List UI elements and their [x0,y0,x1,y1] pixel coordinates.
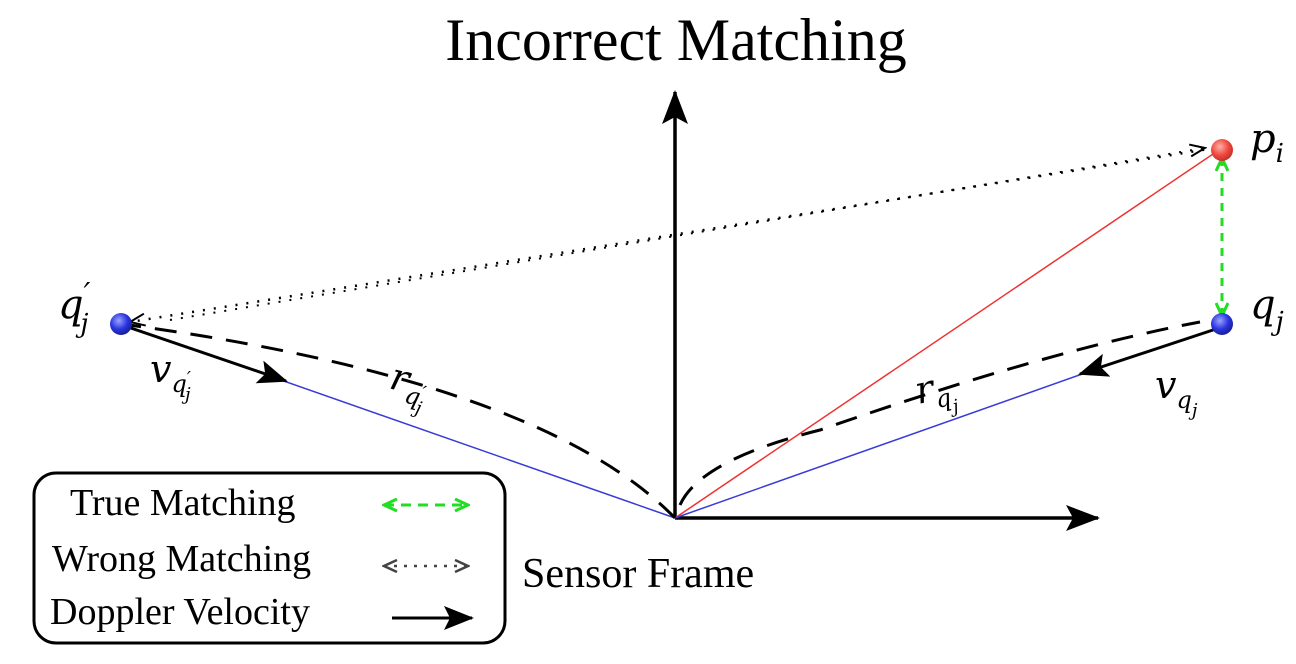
velocity-arrow-q [1078,325,1223,377]
legend: True Matching Wrong Matching Doppler Vel… [32,471,507,645]
label-r-q-j-prime: rq′j [382,354,433,419]
legend-doppler-velocity-label: Doppler Velocity [50,591,310,633]
ray-to-q-prime-blue [277,378,676,519]
wrong-matching-line-head [169,148,1205,321]
legend-wrong-matching-label: Wrong Matching [52,538,311,580]
point-p-i [1211,139,1233,161]
legend-box [32,471,507,645]
label-q-j-prime: q′j [58,277,91,339]
range-curve-q [678,320,1201,506]
label-v-q-j-prime: vq′j [150,347,191,405]
label-p-i: pi [1250,116,1284,169]
label-q-j: qj [1250,282,1284,337]
label-v-q-j: vqj [1155,363,1198,421]
ray-to-p [674,151,1217,519]
range-curve-q-prime [121,322,677,520]
point-q-j-prime [110,313,132,335]
velocity-arrow-q-prime [121,323,288,384]
label-r-q-j: rqj [911,362,961,425]
legend-true-matching-label: True Matching [70,482,296,524]
ray-to-q-blue [674,372,1086,519]
wrong-matching-line [130,146,1216,322]
sensor-frame-label: Sensor Frame [522,551,754,597]
point-q-j [1211,313,1233,335]
diagram-title: Incorrect Matching [445,7,906,73]
